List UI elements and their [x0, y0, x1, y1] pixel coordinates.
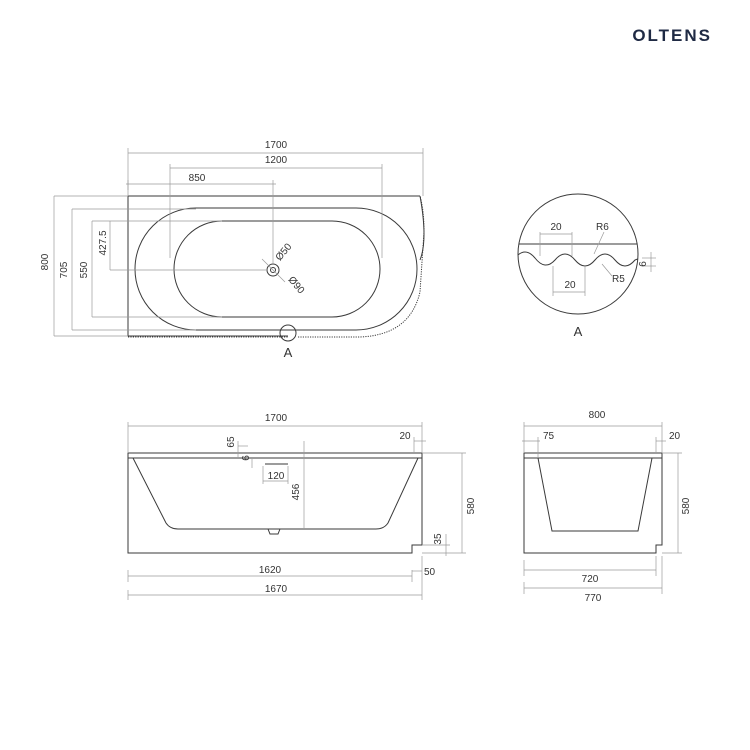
dim-top-550: 550 — [79, 261, 90, 278]
drain-inner-circle — [270, 267, 276, 273]
tub-textured-edge-top — [128, 195, 425, 338]
brand-logo: OLTENS — [632, 26, 712, 45]
detail-depth-6: 6 — [638, 261, 649, 267]
dim-front-35: 35 — [433, 533, 444, 545]
detail-a-circle — [517, 193, 639, 315]
dim-top-800: 800 — [40, 253, 51, 270]
dim-side-800: 800 — [589, 410, 606, 421]
dim-front-456: 456 — [291, 483, 302, 500]
tub-rim-top — [134, 207, 418, 331]
dim-top-705: 705 — [59, 261, 70, 278]
overflow-circle — [279, 324, 297, 342]
dim-front-65: 65 — [226, 436, 237, 448]
tub-outline-front — [127, 452, 423, 554]
dim-top-427-5: 427.5 — [98, 230, 109, 255]
dim-front-580: 580 — [466, 497, 477, 514]
dim-top-1200: 1200 — [265, 155, 288, 166]
dim-side-720: 720 — [582, 574, 599, 585]
dim-front-1670: 1670 — [265, 584, 288, 595]
dim-drain-d90: Ø90 — [286, 275, 307, 297]
detail-a-label: A — [574, 324, 583, 339]
dim-side-75: 75 — [543, 431, 555, 442]
drain-front — [267, 528, 281, 535]
detail-a-view: 20 R6 6 20 R5 A — [517, 193, 656, 339]
detail-pitch-top: 20 — [550, 222, 562, 233]
drain-leader — [261, 258, 286, 283]
tub-outline-side — [523, 452, 663, 554]
dim-top-850: 850 — [189, 173, 206, 184]
dim-side-20: 20 — [669, 431, 681, 442]
dim-front-120: 120 — [268, 471, 285, 482]
dim-top-1700: 1700 — [265, 140, 288, 151]
dim-front-6: 6 — [241, 455, 252, 461]
dim-side-770: 770 — [585, 593, 602, 604]
dim-front-50: 50 — [424, 567, 436, 578]
top-view: 1700 1200 850 800 705 550 427.5 Ø50 Ø90 … — [40, 140, 425, 360]
tub-bowl-front — [132, 457, 419, 530]
detail-wavy-profile — [518, 251, 638, 267]
side-view: 800 75 20 580 720 770 — [522, 410, 692, 604]
dim-drain-d50: Ø50 — [274, 241, 295, 263]
dim-front-1700: 1700 — [265, 413, 288, 424]
front-view: 1700 20 65 6 120 456 580 35 1620 50 1670 — [127, 413, 477, 600]
tub-bowl-top — [173, 220, 381, 318]
dim-side-580: 580 — [681, 497, 692, 514]
dim-front-1620: 1620 — [259, 565, 282, 576]
dim-front-20: 20 — [399, 431, 411, 442]
detail-radius-r5: R5 — [612, 274, 625, 285]
detail-pitch-bottom: 20 — [564, 280, 576, 291]
detail-marker-a: A — [284, 345, 293, 360]
detail-radius-r6: R6 — [596, 222, 609, 233]
tub-bowl-side — [537, 457, 653, 532]
